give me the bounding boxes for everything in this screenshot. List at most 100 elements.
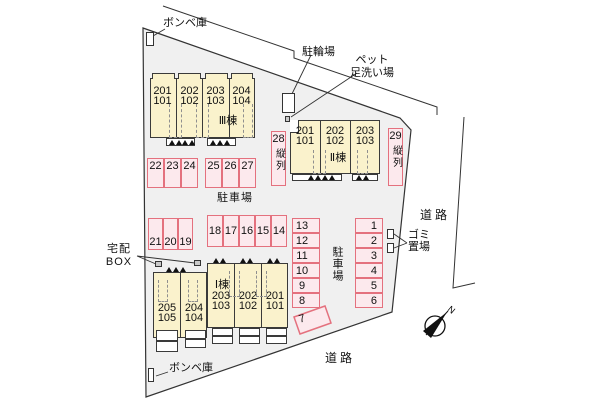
balcony-dashed xyxy=(313,150,326,174)
building-2-name: Ⅱ棟 xyxy=(329,152,347,164)
unit-divider xyxy=(176,78,177,138)
label-delivery-box: 宅配 BOX xyxy=(105,243,133,268)
entrance-mark-icon xyxy=(315,175,321,180)
parking-slot: 8 xyxy=(292,293,320,308)
building-1-stair xyxy=(239,328,260,336)
unit-label: 204 104 xyxy=(232,85,251,107)
balcony-dashed xyxy=(196,104,209,138)
garbage-station xyxy=(387,243,394,253)
leader-pet-wash xyxy=(290,72,358,118)
parking-slot: 27 xyxy=(239,158,256,188)
unit-label: 205 105 xyxy=(157,302,177,324)
tandem-28-label: 縦列 xyxy=(273,148,285,172)
parking-slot: 13 xyxy=(292,218,320,233)
building-3-name: Ⅲ棟 xyxy=(218,115,238,127)
label-parking-lot-vertical: 駐車場 xyxy=(331,246,343,282)
unit-label: 203 103 xyxy=(355,125,375,147)
parking-slot: 25 xyxy=(205,158,222,188)
parking-slot: 6 xyxy=(355,293,383,308)
balcony-dashed xyxy=(243,104,253,138)
building-3-bump xyxy=(178,73,201,79)
parking-slot: 2 xyxy=(355,233,383,248)
entrance-mark-icon xyxy=(169,140,175,145)
parking-slot: 26 xyxy=(222,158,239,188)
entrance-mark-icon xyxy=(166,267,172,272)
compass-icon: N xyxy=(423,304,457,338)
entrance-mark-icon xyxy=(182,140,188,145)
entrance-mark-icon xyxy=(240,258,246,263)
leader-bombe-top xyxy=(152,28,166,37)
building-1-stair xyxy=(239,336,260,344)
label-garbage-area: ゴミ 置場 xyxy=(408,229,430,253)
unit-label: 202 102 xyxy=(238,290,258,312)
entrance-mark-icon xyxy=(329,175,335,180)
building-1-stair xyxy=(156,330,178,341)
parking-slot: 3 xyxy=(355,248,383,263)
building-1-stair xyxy=(266,328,287,336)
unit-divider xyxy=(234,263,235,328)
parking-slot: 23 xyxy=(164,158,181,188)
pet-wash-station xyxy=(285,116,290,122)
building-1-body-right xyxy=(207,263,288,328)
compass-north-label: N xyxy=(446,304,457,316)
label-bicycle-parking: 駐輪場 xyxy=(302,46,335,58)
balcony-dashed xyxy=(229,271,240,297)
parking-slot: 11 xyxy=(292,248,320,263)
unit-divider xyxy=(261,263,262,328)
unit-divider xyxy=(202,78,203,138)
parking-slot: 12 xyxy=(292,233,320,248)
unit-label: 202 102 xyxy=(180,85,199,107)
gas-cylinder-storage-top xyxy=(146,32,154,46)
balcony-dashed xyxy=(357,150,368,174)
parking-slot: 5 xyxy=(355,278,383,293)
building-3-bump xyxy=(152,73,175,79)
entrance-mark-icon xyxy=(176,140,182,145)
label-parking-lot: 駐車場 xyxy=(217,192,253,204)
entrance-mark-icon xyxy=(247,258,253,263)
building-1-stair xyxy=(212,328,233,336)
tandem-28-number: 28 xyxy=(272,133,285,145)
delivery-box-unit xyxy=(155,261,162,267)
leader-bicycle xyxy=(288,54,312,101)
delivery-box-unit xyxy=(194,260,201,266)
parking-slot: 14 xyxy=(271,215,287,247)
entrance-mark-icon xyxy=(189,140,195,145)
parking-slot: 1 xyxy=(355,218,383,233)
unit-divider xyxy=(350,120,351,174)
building-2-notch xyxy=(290,120,299,133)
unit-label: 201 101 xyxy=(295,125,315,147)
balcony-dashed xyxy=(188,280,198,302)
building-1-name: Ⅰ棟 xyxy=(214,279,230,291)
parking-slot: 22 xyxy=(147,158,164,188)
label-gas-storage-top: ボンベ庫 xyxy=(163,17,207,29)
tandem-29-number: 29 xyxy=(389,130,402,142)
parking-slot: 15 xyxy=(255,215,271,247)
parking-slot: 10 xyxy=(292,263,320,278)
unit-label: 201 101 xyxy=(265,290,285,312)
leader-delivery-box xyxy=(136,255,196,265)
unit-label: 202 102 xyxy=(325,125,345,147)
parking-slot-7-shape xyxy=(293,305,332,335)
building-2-body xyxy=(290,120,380,174)
gas-cylinder-storage-bottom xyxy=(148,368,154,382)
building-3-bump xyxy=(205,73,228,79)
balcony-dashed xyxy=(256,271,267,297)
building-1-stair xyxy=(185,339,206,348)
label-gas-storage-bottom: ボンベ庫 xyxy=(169,362,213,374)
bicycle-parking-structure xyxy=(282,93,295,113)
balcony-dashed xyxy=(158,280,168,302)
road-east-edge xyxy=(452,116,476,289)
unit-label: 203 103 xyxy=(211,290,231,312)
parking-slot: 18 xyxy=(207,215,223,247)
north-boundary-line xyxy=(162,5,438,115)
entrance-mark-icon xyxy=(220,258,226,263)
label-pet-wash: ペット 足洗い場 xyxy=(350,54,394,79)
building-1-stair xyxy=(266,336,287,344)
parking-slot-tandem-29: 29 縦列 xyxy=(388,128,403,186)
parking-slot: 20 xyxy=(163,218,178,250)
building-1-stair xyxy=(185,330,206,339)
building-3-bump xyxy=(231,73,253,79)
entrance-mark-icon xyxy=(213,258,219,263)
